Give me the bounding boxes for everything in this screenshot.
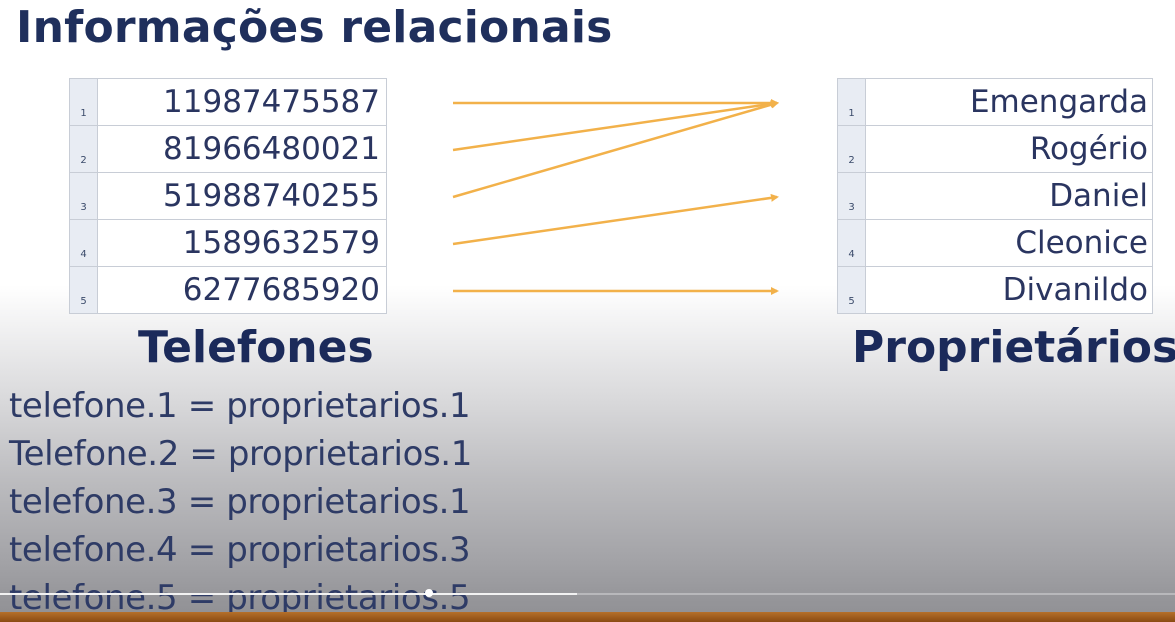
row-index: 5 xyxy=(70,267,98,313)
telefone-value: 11987475587 xyxy=(163,84,380,120)
row-index: 3 xyxy=(70,173,98,219)
table-row: 3 51988740255 xyxy=(70,173,386,220)
mapping-list: telefone.1 = proprietarios.1 Telefone.2 … xyxy=(9,382,609,622)
row-index: 1 xyxy=(838,79,866,125)
row-index: 2 xyxy=(70,126,98,172)
mapping-line: Telefone.2 = proprietarios.1 xyxy=(9,434,472,474)
mapping-line: telefone.3 = proprietarios.1 xyxy=(9,482,471,522)
row-index: 3 xyxy=(838,173,866,219)
table-row: 5 6277685920 xyxy=(70,267,386,314)
telefone-value: 1589632579 xyxy=(182,225,380,261)
mapping-line: telefone.5 = proprietarios.5 xyxy=(9,578,471,618)
proprietario-value: Cleonice xyxy=(1015,225,1148,261)
proprietario-value: Daniel xyxy=(1049,178,1148,214)
relation-arrow xyxy=(452,193,779,246)
table-row: 2 81966480021 xyxy=(70,126,386,173)
relation-arrow xyxy=(452,99,779,152)
table-row: 3 Daniel xyxy=(838,173,1152,220)
mapping-line: telefone.4 = proprietarios.3 xyxy=(9,530,471,570)
video-scrubber-handle[interactable] xyxy=(425,589,433,597)
table-row: 4 1589632579 xyxy=(70,220,386,267)
proprietario-value: Divanildo xyxy=(1002,272,1148,308)
table-row: 5 Divanildo xyxy=(838,267,1152,314)
row-index: 2 xyxy=(838,126,866,172)
table-row: 1 Emengarda xyxy=(838,79,1152,126)
row-index: 4 xyxy=(838,220,866,266)
bottom-bar xyxy=(0,612,1175,622)
table-row: 4 Cleonice xyxy=(838,220,1152,267)
row-index: 4 xyxy=(70,220,98,266)
telefones-table: 1 11987475587 2 81966480021 3 5198874025… xyxy=(69,78,387,314)
table-row: 2 Rogério xyxy=(838,126,1152,173)
telefones-label: Telefones xyxy=(138,322,374,373)
telefone-value: 6277685920 xyxy=(182,272,380,308)
proprietario-value: Emengarda xyxy=(969,84,1148,120)
telefone-value: 81966480021 xyxy=(163,131,380,167)
video-progress-fill xyxy=(0,593,577,595)
telefone-value: 51988740255 xyxy=(163,178,380,214)
row-index: 1 xyxy=(70,79,98,125)
video-progress-track[interactable] xyxy=(0,593,1175,595)
relation-arrow xyxy=(452,100,779,199)
proprietarios-table: 1 Emengarda 2 Rogério 3 Daniel 4 Cleonic… xyxy=(837,78,1153,314)
table-row: 1 11987475587 xyxy=(70,79,386,126)
proprietario-value: Rogério xyxy=(1029,131,1148,167)
proprietarios-label: Proprietários xyxy=(852,322,1175,373)
row-index: 5 xyxy=(838,267,866,313)
mapping-line: telefone.1 = proprietarios.1 xyxy=(9,386,471,426)
page-title: Informações relacionais xyxy=(16,2,613,53)
